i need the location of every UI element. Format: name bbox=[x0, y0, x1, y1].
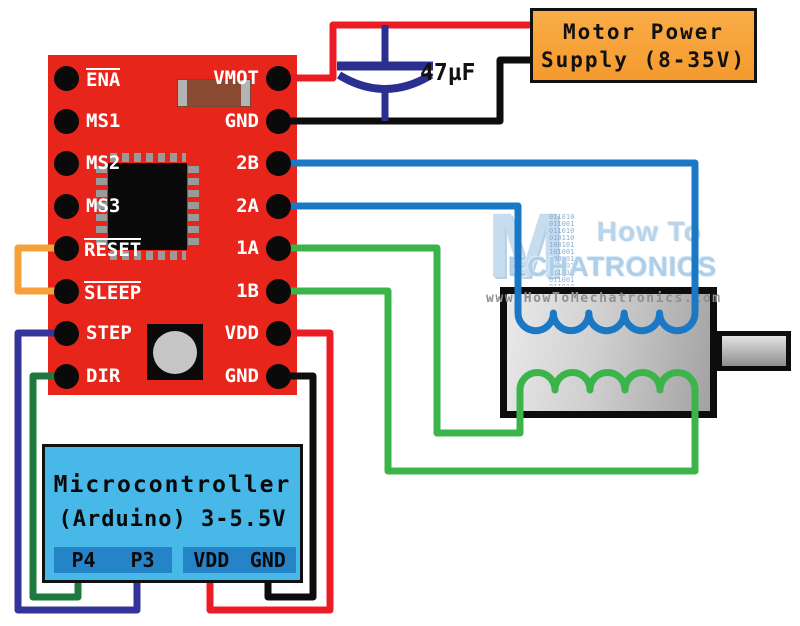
motor-power-supply-box: Motor Power Supply (8-35V) bbox=[530, 8, 757, 83]
wire-gnd-to-supply bbox=[290, 56, 530, 125]
pin-label-vdd: VDD bbox=[224, 322, 259, 344]
watermark-howto-text: How To bbox=[597, 216, 703, 247]
pin-pad-2b bbox=[266, 151, 291, 176]
mcu-pin-gnd: GND bbox=[249, 548, 286, 572]
driver-ic-chip bbox=[108, 163, 187, 250]
pin-pad-ms3 bbox=[54, 194, 79, 219]
pin-pad-dir bbox=[54, 364, 79, 389]
pin-label-step: STEP bbox=[86, 322, 132, 344]
pin-pad-sleep bbox=[54, 279, 79, 304]
wire-vmot-to-supply bbox=[290, 21, 530, 82]
pin-label-gnd-top: GND bbox=[224, 110, 259, 132]
microcontroller-box: Microcontroller (Arduino) 3-5.5V P4 P3 V… bbox=[42, 444, 303, 583]
stepper-motor-body bbox=[500, 287, 717, 418]
pin-pad-step bbox=[54, 321, 79, 346]
mcu-pin-vdd: VDD bbox=[193, 548, 230, 572]
pin-pad-reset bbox=[54, 236, 79, 261]
watermark-mechatronics-text: ECHATRONICS bbox=[508, 251, 717, 282]
pin-pad-1b bbox=[266, 279, 291, 304]
mcu-power-pins-strip: VDD GND bbox=[183, 547, 296, 573]
chip-pins-top bbox=[110, 153, 186, 162]
power-supply-line1: Motor Power bbox=[562, 19, 725, 44]
pin-label-reset: RESET bbox=[84, 238, 142, 261]
pin-label-sleep: SLEEP bbox=[84, 281, 142, 304]
chip-pins-bottom bbox=[110, 251, 186, 260]
capacitor-value-label: 47µF bbox=[420, 60, 476, 86]
microcontroller-title: Microcontroller bbox=[53, 472, 292, 498]
pin-pad-gnd-top bbox=[266, 109, 291, 134]
pin-label-ena: ENA bbox=[86, 68, 121, 91]
pin-label-2b: 2B bbox=[236, 152, 259, 174]
pin-pad-ms1 bbox=[54, 109, 79, 134]
potentiometer bbox=[147, 324, 203, 380]
pin-label-ms1: MS1 bbox=[86, 110, 121, 132]
pin-pad-ena bbox=[54, 66, 79, 91]
microcontroller-subtitle: (Arduino) 3-5.5V bbox=[58, 507, 287, 532]
chip-pins-right bbox=[188, 166, 199, 246]
pin-label-2a: 2A bbox=[236, 195, 259, 217]
pin-pad-2a bbox=[266, 194, 291, 219]
pin-label-1b: 1B bbox=[236, 280, 259, 302]
pin-label-ms2: MS2 bbox=[86, 152, 121, 174]
capacitor-plate-bottom bbox=[336, 71, 434, 93]
mcu-pin-p4: P4 bbox=[71, 548, 96, 572]
pin-pad-gnd-bottom bbox=[266, 364, 291, 389]
pin-pad-ms2 bbox=[54, 151, 79, 176]
power-supply-line2: Supply (8-35V) bbox=[540, 47, 746, 72]
smd-capacitor-component bbox=[177, 79, 251, 107]
pin-label-gnd-bottom: GND bbox=[224, 365, 259, 387]
component-terminal bbox=[178, 80, 187, 106]
watermark-url: www.HowToMechatronics.com bbox=[486, 291, 722, 306]
pin-label-vmot: VMOT bbox=[213, 67, 259, 89]
motor-shaft bbox=[717, 331, 791, 371]
potentiometer-knob bbox=[153, 331, 197, 374]
pin-label-dir: DIR bbox=[86, 365, 121, 387]
pin-pad-vdd bbox=[266, 321, 291, 346]
component-terminal bbox=[241, 80, 250, 106]
pin-label-1a: 1A bbox=[236, 237, 259, 259]
mcu-signal-pins-strip: P4 P3 bbox=[54, 547, 172, 573]
pin-pad-vmot bbox=[266, 66, 291, 91]
pin-label-ms3: MS3 bbox=[86, 195, 121, 217]
chip-pins-left bbox=[96, 166, 107, 246]
mcu-pin-p3: P3 bbox=[130, 548, 155, 572]
pin-pad-1a bbox=[266, 236, 291, 261]
